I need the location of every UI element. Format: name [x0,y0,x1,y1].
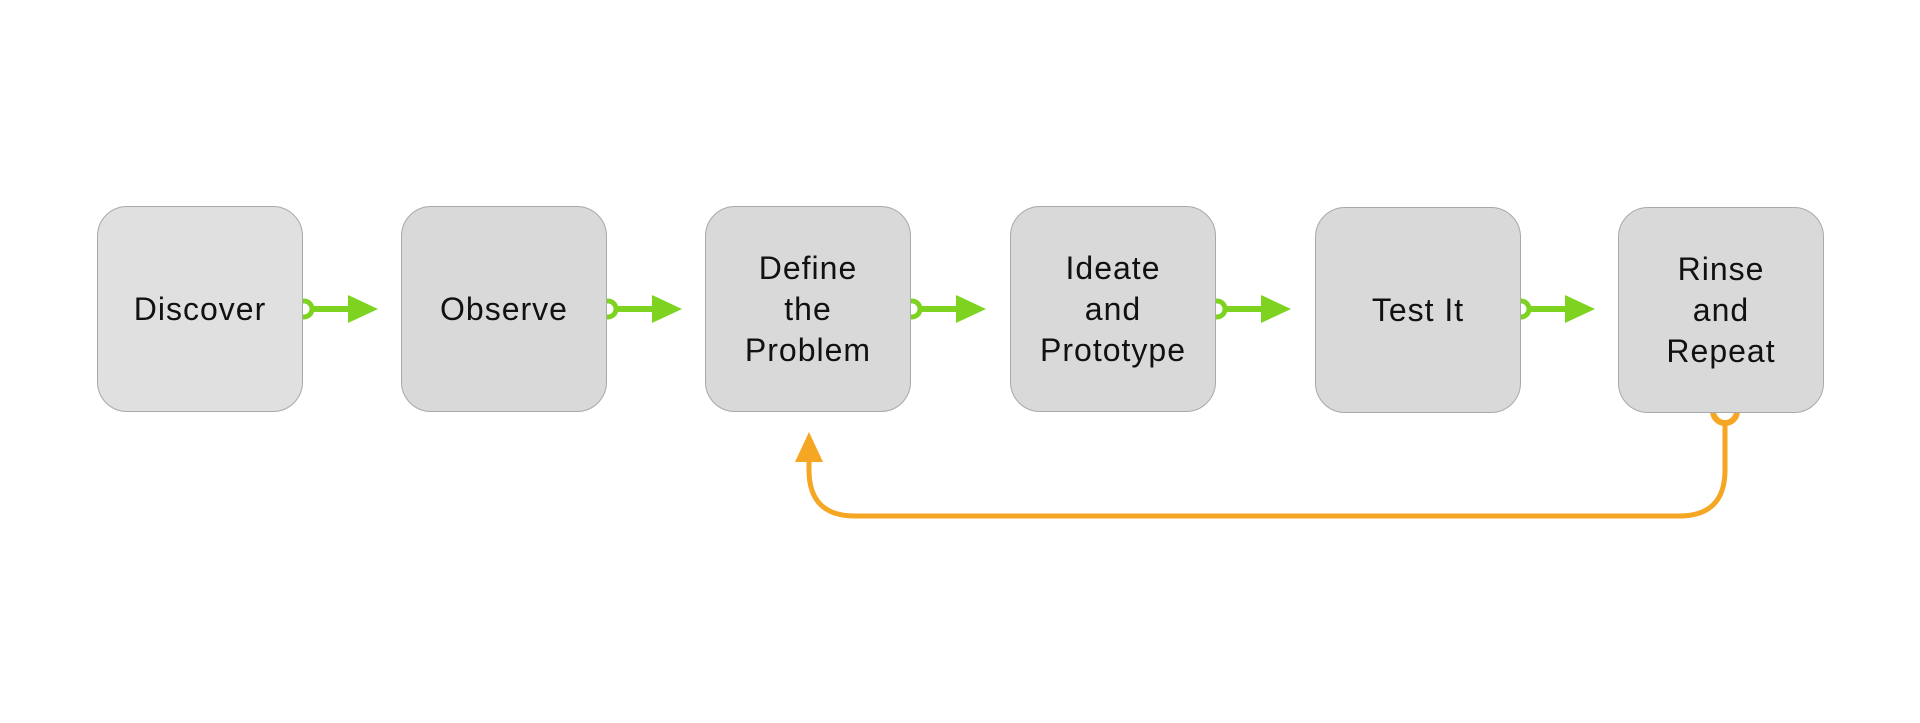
step-test-it: Test It [1315,207,1521,413]
step-discover: Discover [97,206,303,412]
step-define-the-problem: Define the Problem [705,206,911,412]
forward-connector-2 [597,295,682,323]
step-ideate-and-prototype: Ideate and Prototype [1010,206,1216,412]
step-label: Test It [1371,291,1465,328]
step-label: Rinse and Repeat [1666,250,1776,369]
step-label: Ideate and Prototype [1040,249,1186,368]
step-rinse-and-repeat: Rinse and Repeat [1618,207,1824,413]
step-observe: Observe [401,206,607,412]
forward-connector-5 [1510,295,1595,323]
step-label: Define the Problem [744,249,872,368]
loop-connector [795,396,1740,519]
loop-arrowhead [795,432,823,462]
forward-connector-3 [901,295,986,323]
forward-connector-4 [1206,295,1291,323]
step-label: Discover [133,290,267,327]
forward-connector-1 [293,295,378,323]
step-label: Observe [440,290,568,327]
